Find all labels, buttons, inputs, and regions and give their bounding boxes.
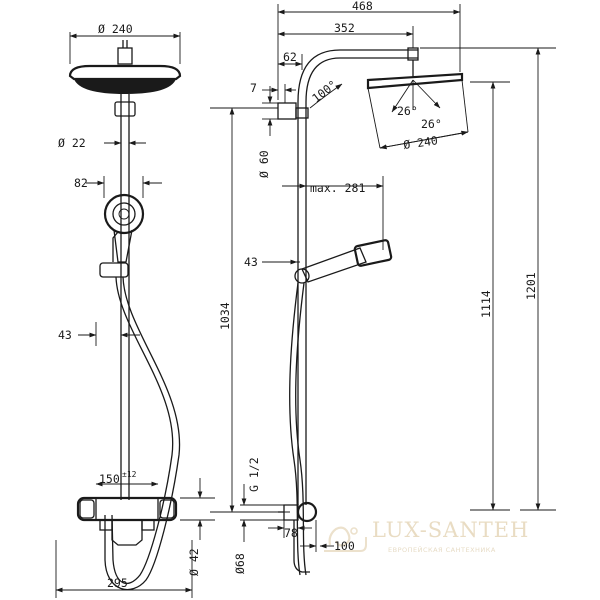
dim-inlet-100: 100 — [334, 539, 355, 553]
dim-max-281: max. 281 — [310, 181, 365, 195]
watermark-tagline: ЕВРОПЕЙСКАЯ САНТЕХНИКА — [388, 545, 496, 554]
dim-inlet-78: 78 — [284, 526, 298, 540]
dim-base-295: 295 — [107, 576, 128, 590]
side-dimensions: 468 352 62 7 100° 26° 26° Ø 240 Ø 60 max… — [210, 0, 556, 574]
side-shower-head — [366, 72, 464, 90]
front-view — [68, 40, 182, 591]
dim-side-60: Ø 60 — [257, 150, 271, 178]
dim-tilt-26-right: 26° — [421, 117, 442, 131]
watermark: LUX-SANTEH ЕВРОПЕЙСКАЯ САНТЕХНИКА — [324, 518, 529, 554]
side-hose — [289, 282, 301, 576]
dim-top-62: 62 — [283, 50, 297, 64]
front-dimensions: Ø 240 Ø 22 82 43 150 ±12 Ø 42 295 — [55, 22, 215, 598]
dim-side-43: 43 — [244, 255, 258, 269]
dim-base-42: Ø 42 — [187, 548, 201, 576]
watermark-logo-icon — [324, 526, 367, 552]
front-head-cap — [117, 47, 133, 65]
dim-height-1034: 1034 — [218, 302, 232, 330]
dim-hand-82: 82 — [74, 176, 88, 190]
dim-height-1114: 1114 — [479, 290, 493, 318]
front-shower-head — [68, 64, 182, 81]
side-wall-bracket — [277, 102, 297, 120]
dim-thermo-150: 150 — [99, 472, 120, 486]
dim-tilt-26-left: 26° — [397, 104, 418, 118]
dim-angle-100: 100° — [309, 77, 339, 105]
front-slider — [99, 262, 129, 278]
side-hand-shower — [301, 247, 367, 283]
side-shower-arm — [297, 49, 418, 103]
front-hand-shower — [103, 193, 145, 235]
dim-slider-43-front: 43 — [58, 328, 72, 342]
dim-pipe-22: Ø 22 — [58, 136, 86, 150]
side-thermostat — [296, 501, 318, 523]
dim-front-240: Ø 240 — [98, 22, 133, 36]
front-thermostat — [76, 496, 178, 522]
dim-thermo-150-tol: ±12 — [122, 470, 137, 479]
dim-side-7: 7 — [250, 81, 257, 95]
dim-head-240-side: Ø 240 — [402, 133, 438, 152]
dim-top-352: 352 — [334, 21, 355, 35]
dim-thread-g12: G 1/2 — [247, 457, 261, 492]
dim-height-1201: 1201 — [524, 272, 538, 300]
side-view — [277, 47, 469, 576]
front-shower-head-face — [74, 79, 176, 94]
front-hose — [111, 276, 174, 585]
dim-inlet-68: Ø68 — [233, 553, 247, 574]
watermark-brand: LUX-SANTEH — [372, 518, 529, 542]
dim-top-468: 468 — [352, 0, 373, 13]
